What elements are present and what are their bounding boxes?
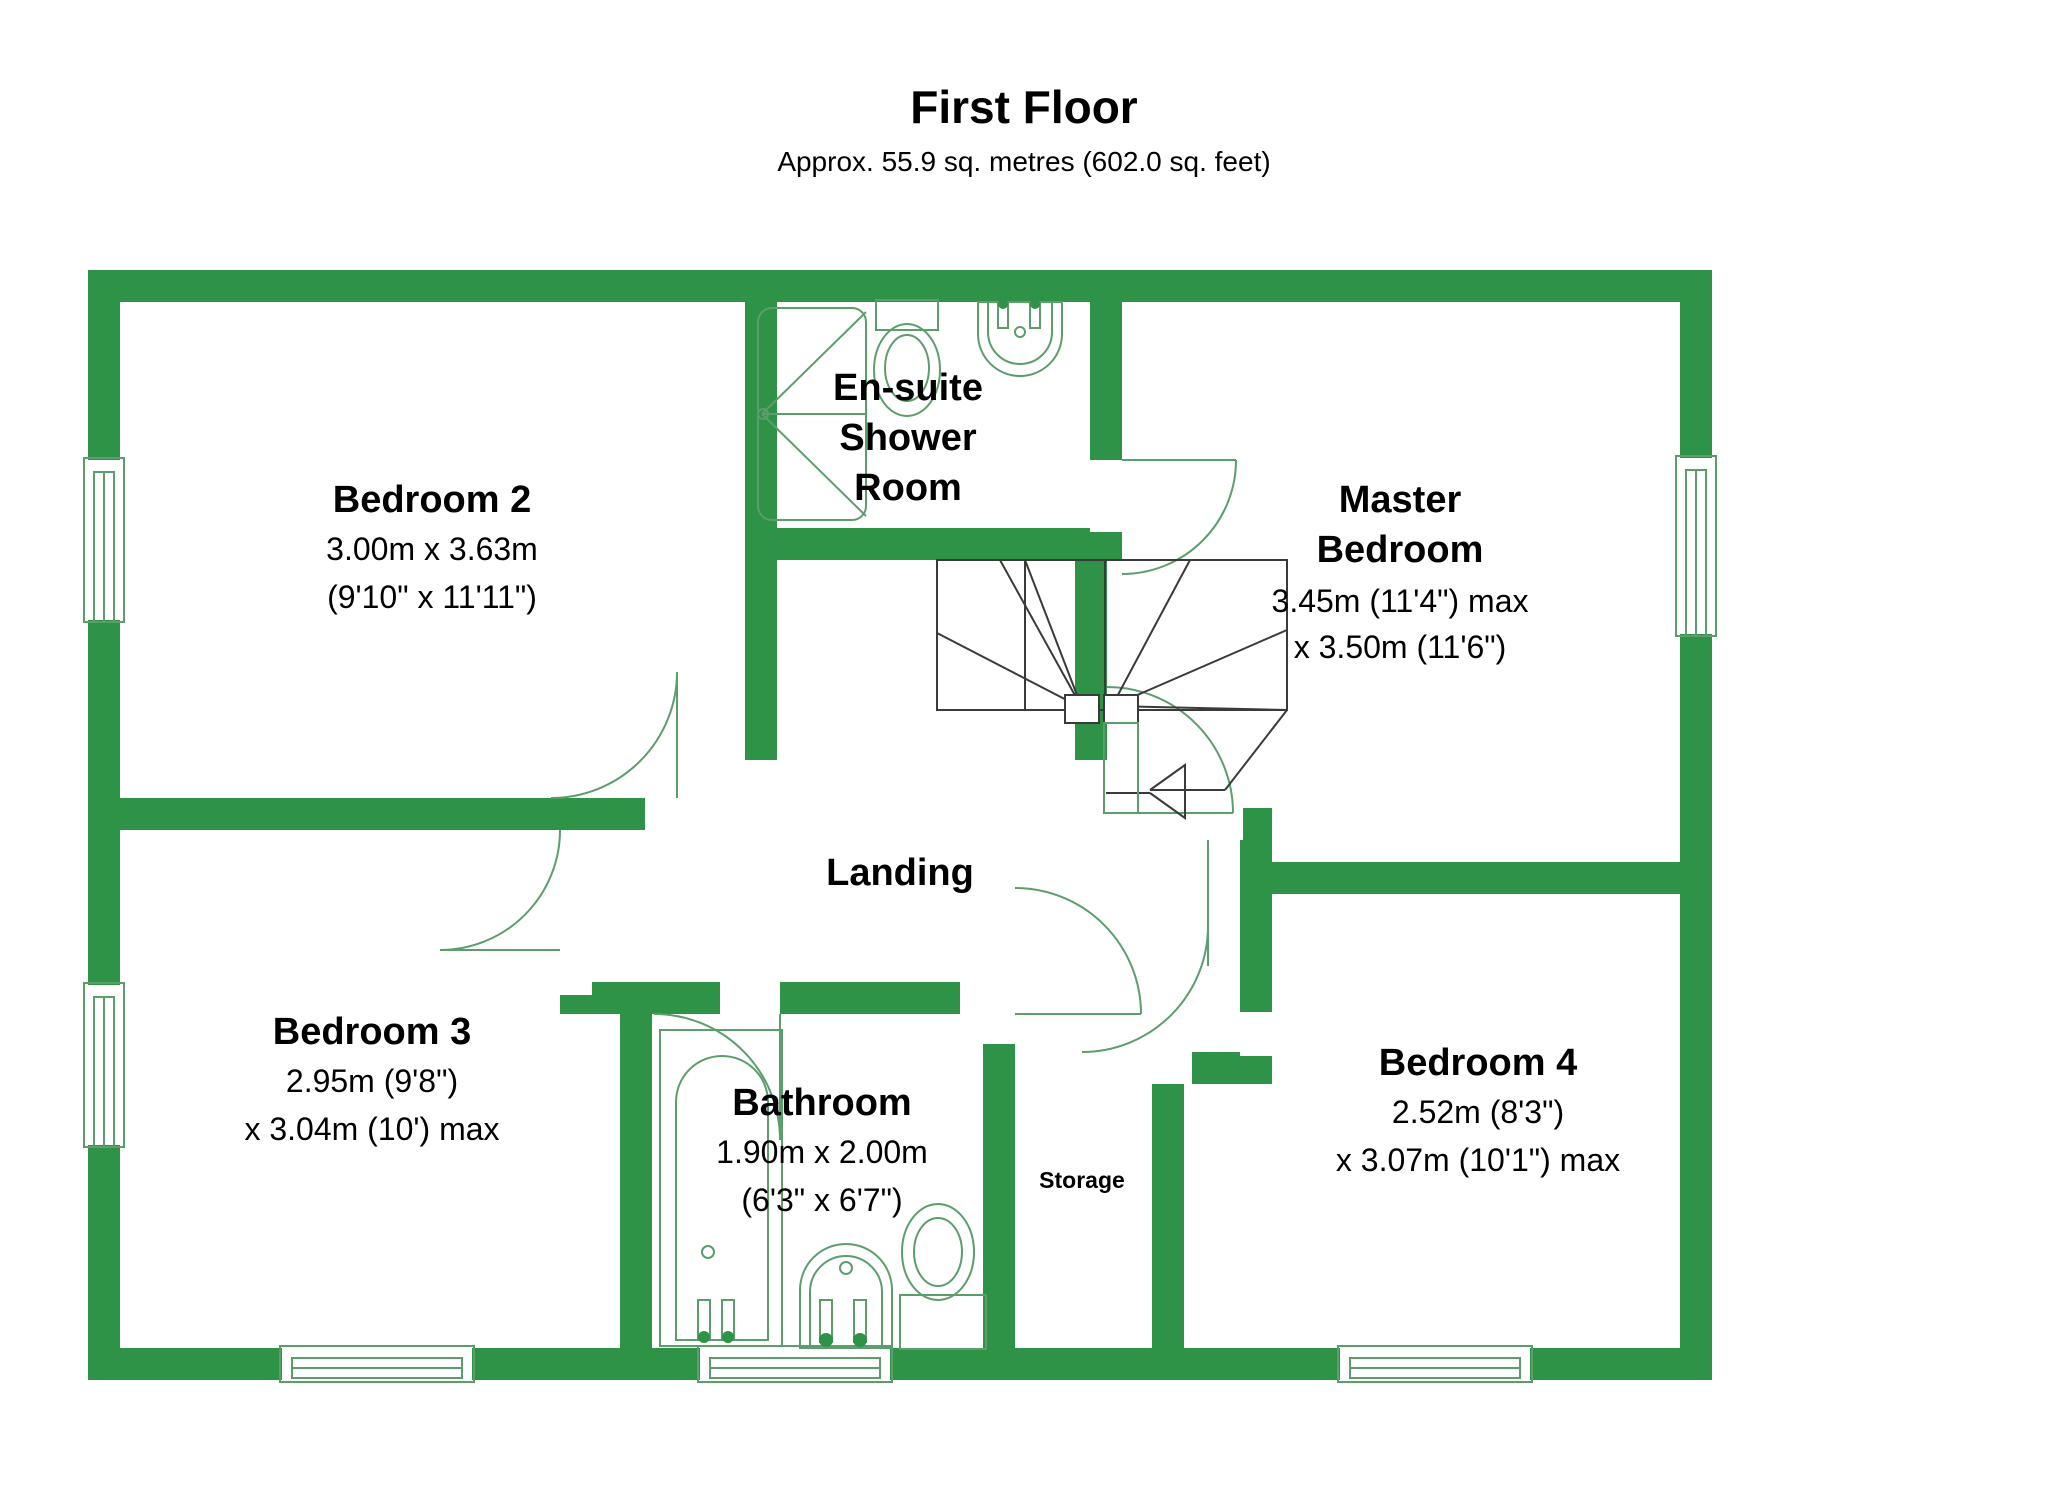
ensuite-fixtures	[757, 299, 1063, 521]
bathroom-dim-metric: 1.90m x 2.00m	[716, 1134, 928, 1170]
door-openings-group	[560, 460, 1272, 1084]
wall-bedroom2-south	[120, 798, 645, 830]
bedroom-3-dim-imperial: x 3.04m (10') max	[244, 1111, 499, 1147]
master-name-line1: Master	[1339, 479, 1462, 521]
bedroom-2-dim-metric: 3.00m x 3.63m	[326, 531, 538, 567]
door-swings-group	[439, 459, 1237, 1141]
door-gap-bedroom4	[1240, 1012, 1272, 1056]
ensuite-name-line3: Room	[854, 467, 962, 509]
window-bedroom3-bottom[interactable]	[279, 1345, 475, 1383]
storage-name: Storage	[1039, 1167, 1125, 1193]
window-bathroom-bottom[interactable]	[697, 1345, 893, 1383]
label-landing: Landing	[826, 852, 974, 894]
master-name-line2: Bedroom	[1317, 529, 1484, 571]
door-bathroom[interactable]	[653, 1013, 781, 1141]
door-gap-master	[1075, 760, 1107, 815]
wall-bedroom2-ensuite	[745, 302, 777, 560]
master-dim-metric: 3.45m (11'4") max	[1272, 583, 1529, 619]
page-subtitle: Approx. 55.9 sq. metres (602.0 sq. feet)	[777, 146, 1271, 177]
door-bedroom4[interactable]	[1081, 840, 1209, 1053]
staircase	[936, 559, 1288, 820]
door-bedroom2[interactable]	[550, 671, 678, 799]
door-gap-bedroom2-b	[645, 830, 677, 870]
ensuite-name-line1: En-suite	[833, 367, 983, 409]
master-dim-imperial: x 3.50m (11'6")	[1294, 629, 1507, 665]
door-bedroom3[interactable]	[439, 829, 561, 951]
page-title: First Floor	[910, 81, 1138, 133]
plan-header: First Floor Approx. 55.9 sq. metres (602…	[0, 0, 2048, 176]
door-gap-landing-nw	[745, 760, 777, 802]
wall-landing-nw-stub	[745, 560, 777, 798]
door-gap-bedroom2	[645, 798, 705, 830]
window-bedroom4-bottom[interactable]	[1337, 1345, 1533, 1383]
bathroom-dim-imperial: (6'3" x 6'7")	[741, 1182, 902, 1218]
window-master-right[interactable]	[1675, 455, 1717, 637]
wall-master-south-jog	[1240, 808, 1272, 894]
ensuite-sink	[977, 299, 1063, 377]
door-gap-bathroom	[720, 982, 780, 1014]
bedroom-4-name: Bedroom 4	[1379, 1042, 1577, 1084]
door-gap-bedroom4-b	[1152, 1052, 1192, 1084]
bedroom-3-dim-metric: 2.95m (9'8")	[286, 1063, 458, 1099]
bathroom-toilet	[899, 1203, 987, 1350]
ensuite-shower-tray	[757, 307, 867, 521]
bedroom-4-dim-metric: 2.52m (8'3")	[1392, 1094, 1564, 1130]
windows-group	[83, 455, 1717, 1383]
ensuite-toilet	[873, 299, 941, 417]
door-storage[interactable]	[1014, 887, 1142, 1015]
door-gap-bedroom3	[560, 950, 592, 995]
room-labels: Bedroom 2 3.00m x 3.63m (9'10" x 11'11")…	[244, 367, 1620, 1218]
bedroom-2-dim-imperial: (9'10" x 11'11")	[327, 579, 537, 615]
bedroom-4-dim-imperial: x 3.07m (10'1") max	[1336, 1142, 1620, 1178]
label-bathroom: Bathroom 1.90m x 2.00m (6'3" x 6'7")	[716, 1082, 928, 1218]
ensuite-name-line2: Shower	[839, 417, 976, 459]
label-bedroom-3: Bedroom 3 2.95m (9'8") x 3.04m (10') max	[244, 1011, 499, 1147]
wall-master-south	[1240, 862, 1680, 894]
door-gap-storage	[983, 982, 1015, 1044]
landing-name: Landing	[826, 852, 974, 894]
bathroom-name: Bathroom	[732, 1082, 911, 1124]
label-bedroom-2: Bedroom 2 3.00m x 3.63m (9'10" x 11'11")	[326, 479, 538, 615]
label-storage: Storage	[1039, 1167, 1125, 1193]
wall-bedroom3-bathroom	[620, 982, 652, 1348]
bedroom-3-name: Bedroom 3	[273, 1011, 471, 1053]
door-ensuite[interactable]	[1121, 459, 1237, 575]
label-bedroom-4: Bedroom 4 2.52m (8'3") x 3.07m (10'1") m…	[1336, 1042, 1620, 1178]
label-master-bedroom: Master Bedroom 3.45m (11'4") max x 3.50m…	[1272, 479, 1529, 665]
wall-storage-bedroom4	[1152, 1052, 1184, 1348]
window-bedroom3-left[interactable]	[83, 982, 125, 1148]
bathroom-bath	[659, 1029, 783, 1347]
wall-ensuite-south	[745, 528, 1122, 560]
bathroom-sink	[799, 1243, 893, 1349]
bathroom-fixtures	[659, 1029, 987, 1350]
window-bedroom2-left[interactable]	[83, 457, 125, 623]
label-ensuite-shower-room: En-suite Shower Room	[833, 367, 983, 509]
door-gap-ensuite	[1090, 460, 1122, 532]
bedroom-2-name: Bedroom 2	[333, 479, 531, 521]
